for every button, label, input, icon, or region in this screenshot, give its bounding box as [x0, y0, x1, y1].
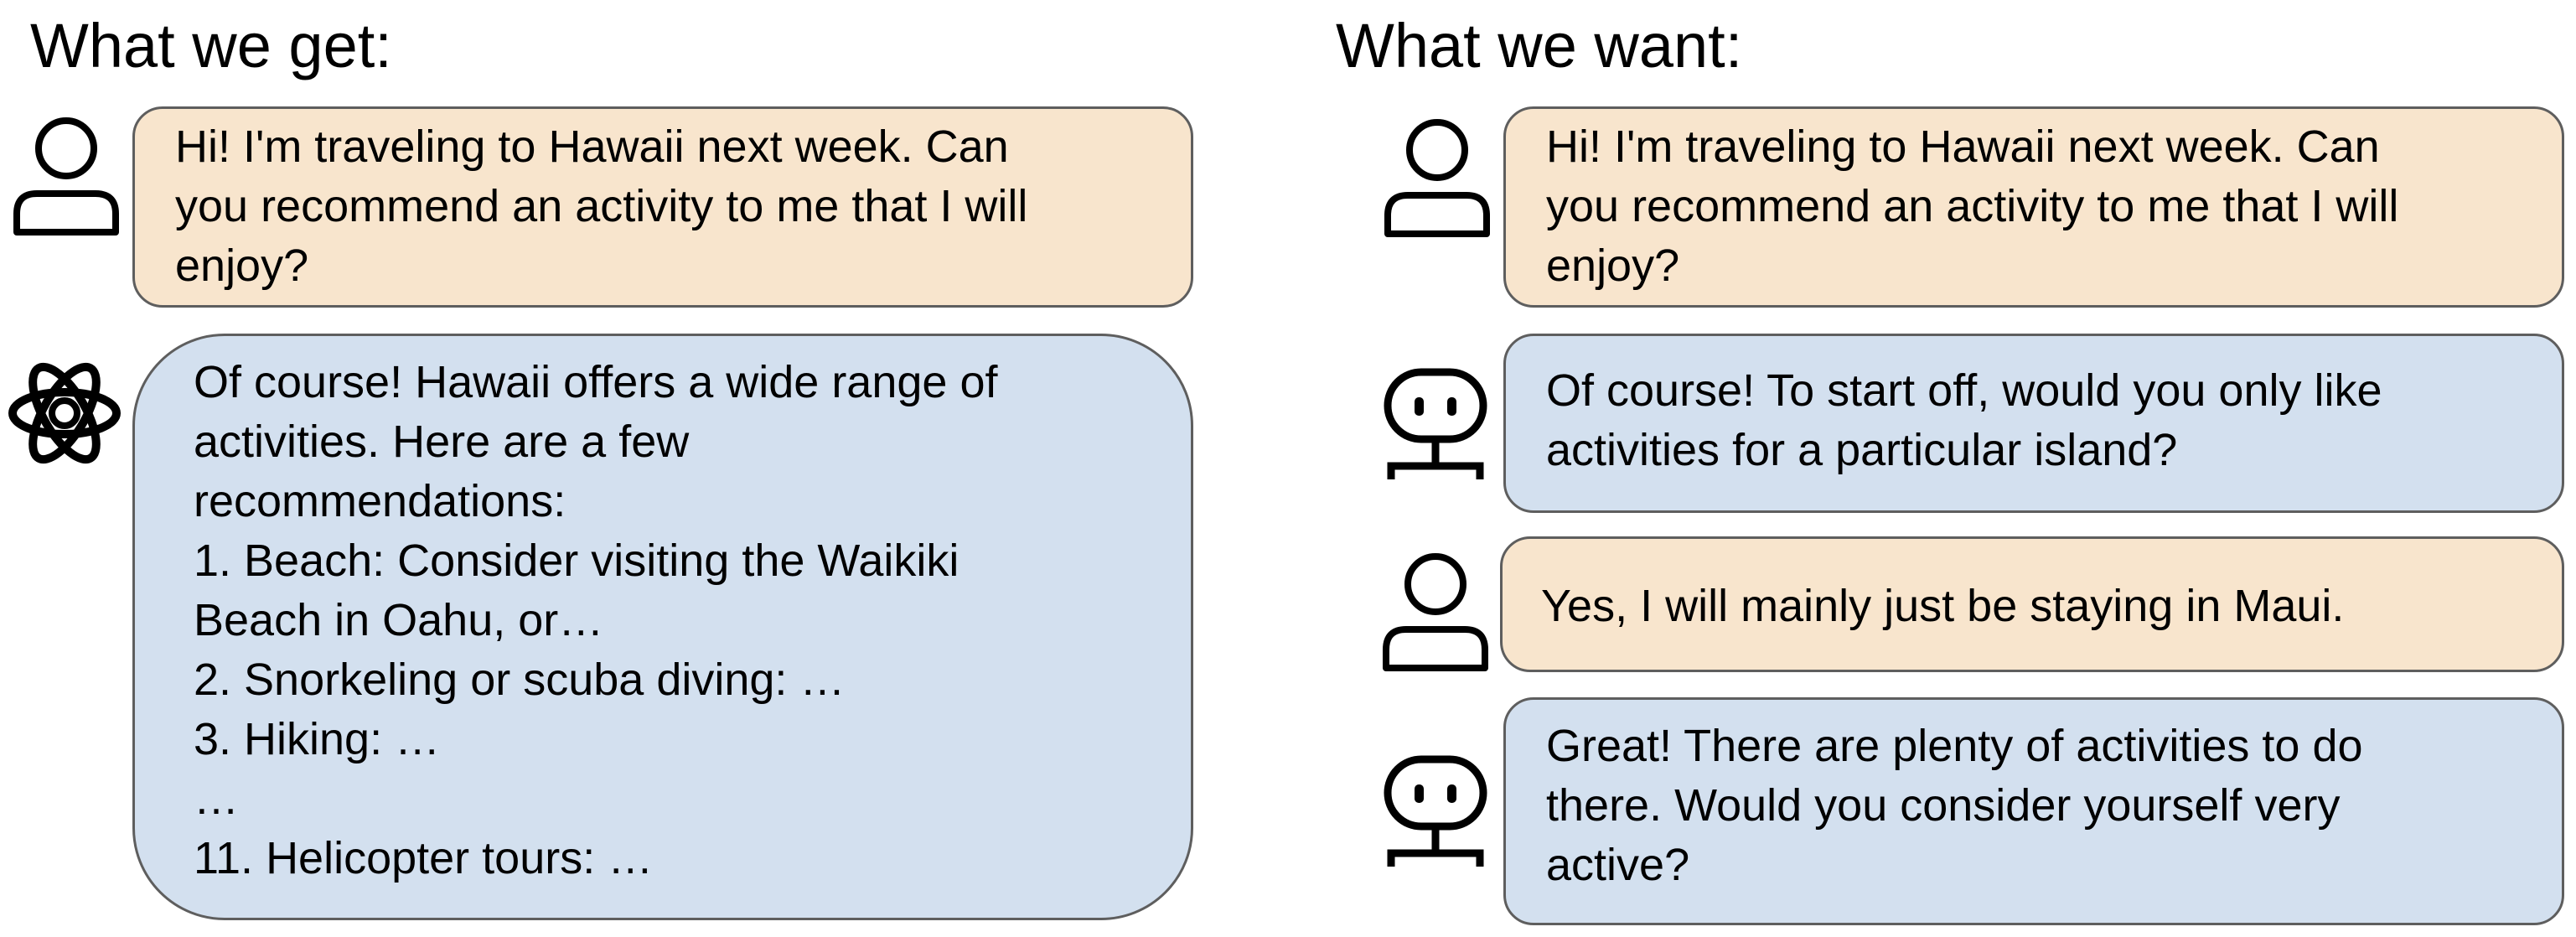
left-user-message: Hi! I'm traveling to Hawaii next week. C…: [132, 106, 1193, 308]
right-assistant-message-1: Of course! To start off, would you only …: [1503, 334, 2564, 513]
right-assistant-message-2: Great! There are plenty of activities to…: [1503, 697, 2564, 925]
person-icon: [1381, 549, 1490, 673]
person-icon: [1383, 115, 1492, 239]
robot-icon: [1381, 367, 1490, 481]
person-icon: [12, 113, 121, 237]
left-heading: What we get:: [30, 11, 392, 80]
robot-icon: [1381, 754, 1490, 868]
right-user-message-1: Hi! I'm traveling to Hawaii next week. C…: [1503, 106, 2564, 308]
openai-logo-icon: [3, 352, 126, 474]
right-heading: What we want:: [1336, 11, 1743, 80]
left-assistant-message: Of course! Hawaii offers a wide range of…: [132, 334, 1193, 920]
right-user-message-2: Yes, I will mainly just be staying in Ma…: [1500, 536, 2564, 672]
